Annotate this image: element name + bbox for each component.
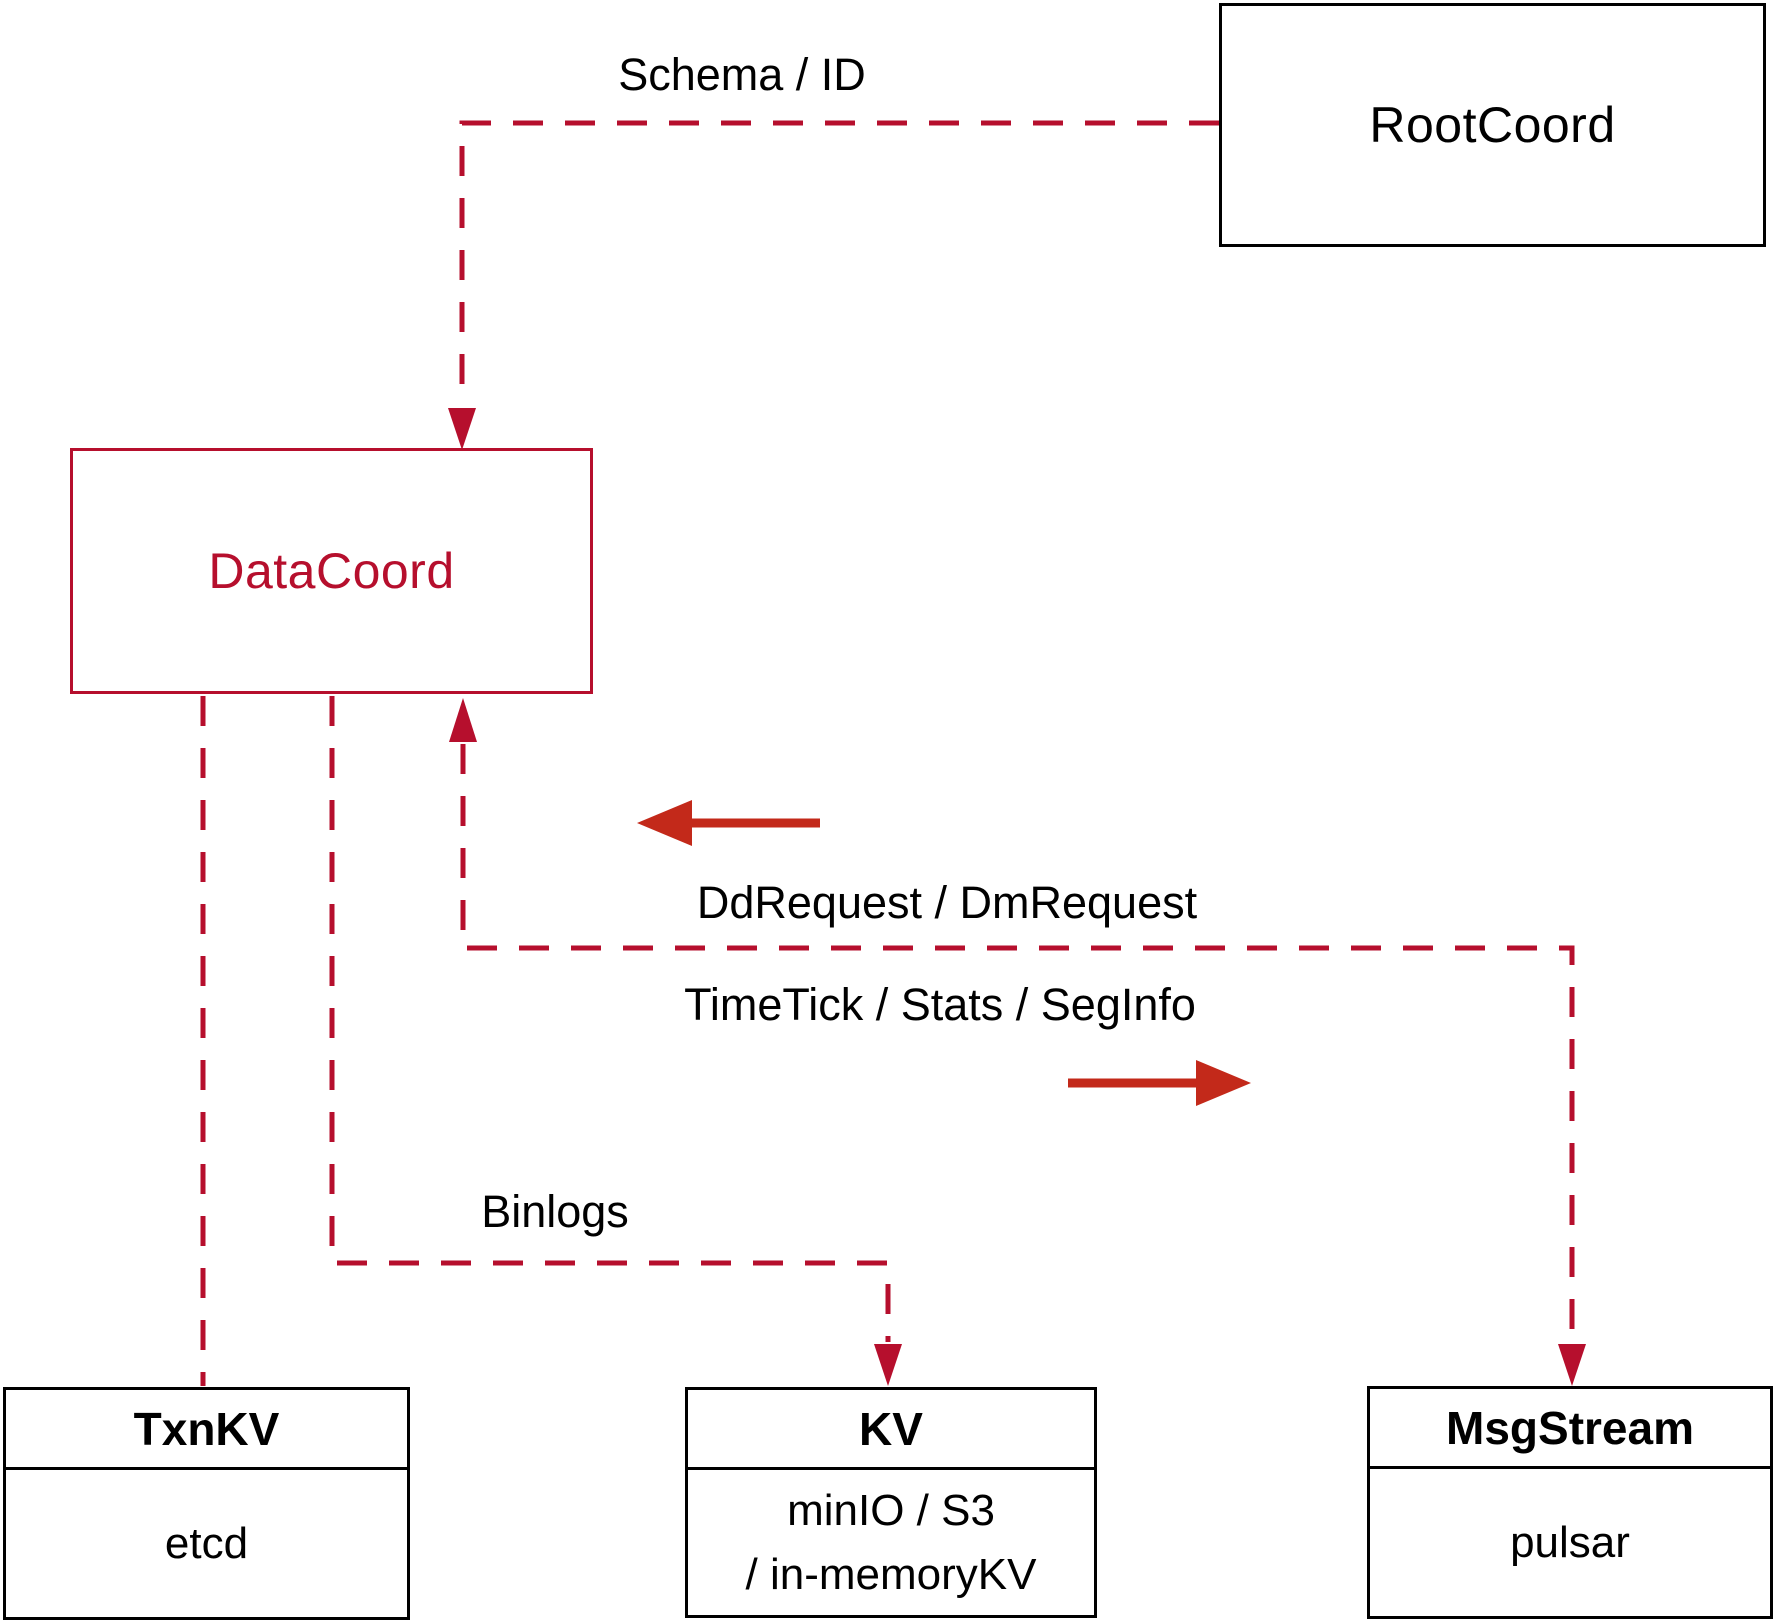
- msgstream-body-label: pulsar: [1510, 1517, 1630, 1567]
- schema-id-connector: [459, 120, 1219, 406]
- ddrequest-edge-label: DdRequest / DmRequest: [696, 877, 1198, 928]
- txnkv-title: TxnKV: [6, 1390, 407, 1470]
- ddrequest-timetick-connector: [460, 744, 1575, 1342]
- datacoord-up-arrowhead: [449, 698, 477, 742]
- datacoord-node: DataCoord: [70, 448, 593, 694]
- right-flow-arrow-head: [1196, 1060, 1251, 1106]
- msgstream-node: MsgStream pulsar: [1367, 1386, 1773, 1619]
- kv-node: KV minIO / S3 / in-memoryKV: [685, 1387, 1097, 1618]
- kv-body-line2: / in-memoryKV: [745, 1549, 1037, 1599]
- msgstream-down-arrowhead: [1558, 1344, 1586, 1386]
- txnkv-body-label: etcd: [164, 1518, 249, 1568]
- schema-id-edge-label: Schema / ID: [618, 49, 866, 100]
- schema-id-arrowhead: [448, 408, 476, 450]
- left-flow-arrow-head: [637, 800, 692, 846]
- kv-down-arrowhead: [874, 1344, 902, 1386]
- timetick-edge-label: TimeTick / Stats / SegInfo: [684, 979, 1196, 1030]
- datacoord-label: DataCoord: [208, 543, 455, 599]
- kv-body-line1: minIO / S3: [787, 1485, 995, 1535]
- rootcoord-label: RootCoord: [1369, 97, 1616, 153]
- kv-title: KV: [688, 1390, 1094, 1470]
- txnkv-node: TxnKV etcd: [3, 1387, 410, 1620]
- msgstream-title: MsgStream: [1370, 1389, 1770, 1469]
- binlogs-connector: [329, 696, 891, 1342]
- rootcoord-node: RootCoord: [1219, 3, 1766, 247]
- binlogs-edge-label: Binlogs: [481, 1186, 629, 1237]
